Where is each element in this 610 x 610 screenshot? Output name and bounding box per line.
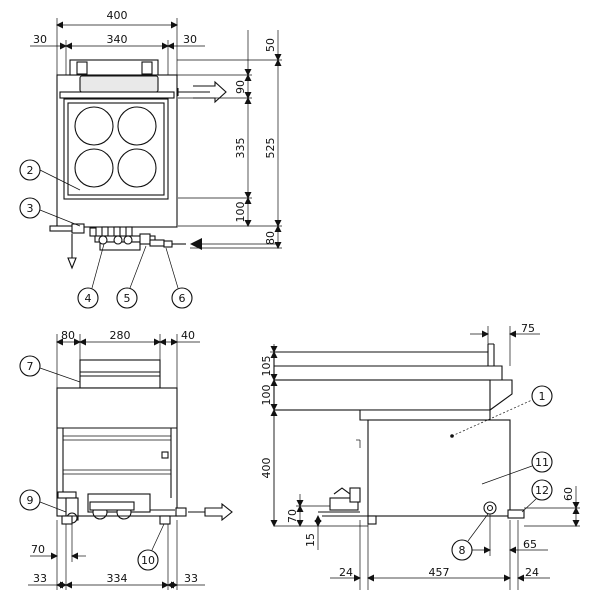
dim-inner-width: 340 [107,33,128,46]
side-view-mid [273,379,491,411]
svg-text:9: 9 [27,494,34,507]
callout-9 [19,489,41,511]
svg-text:1: 1 [539,390,546,403]
gas-piping [49,223,186,251]
basket-circle [74,106,114,146]
callout-1 [531,385,553,407]
dim-side-60: 60 [562,487,575,501]
dim-side-100: 100 [260,385,273,406]
svg-text:4: 4 [85,292,92,305]
callout-6 [171,287,193,309]
top-view-flue [79,75,159,93]
dim-50: 50 [264,38,277,52]
dim-335: 335 [234,138,247,159]
dim-80: 80 [264,231,277,245]
svg-text:11: 11 [535,456,549,469]
front-view: 80 280 40 [19,329,233,590]
svg-text:3: 3 [27,202,34,215]
side-view-caster [507,509,525,519]
callout-11 [531,451,553,473]
dim-side-457: 457 [429,566,450,579]
dim-front-280: 280 [110,329,131,342]
callout-12 [531,479,553,501]
dim-side-70: 70 [286,509,299,523]
dim-front-80: 80 [61,329,75,342]
callout-3 [19,197,41,219]
callout-10 [137,549,159,571]
dim-90: 90 [234,80,247,94]
dim-525: 525 [264,138,277,159]
callout-4 [77,287,99,309]
svg-text:8: 8 [459,544,466,557]
basket-circle [117,106,157,146]
front-view-flue-box [79,359,161,389]
dim-front-33-right: 33 [184,572,198,585]
dim-side-65: 65 [523,538,537,551]
dim-front-334: 334 [107,572,128,585]
svg-text:10: 10 [141,554,155,567]
dim-side-400: 400 [260,458,273,479]
dim-side-24-left: 24 [339,566,353,579]
callout-8 [451,539,473,561]
dim-100: 100 [234,202,247,223]
top-view: 400 30 340 30 90 33 [19,9,282,309]
basket-circle [117,148,157,188]
dim-front-70: 70 [31,543,45,556]
basket-circle [74,148,114,188]
side-view: 75 [260,322,580,590]
side-view-body [367,419,511,517]
svg-text:2: 2 [27,164,34,177]
dim-overall-width: 400 [107,9,128,22]
svg-text:7: 7 [27,360,34,373]
dim-side-15: 15 [304,533,317,547]
callout-7 [19,355,41,377]
svg-text:12: 12 [535,484,549,497]
dim-side-75: 75 [521,322,535,335]
top-view-rear-box [69,59,159,76]
dim-side-105: 105 [260,356,273,377]
dim-right-margin: 30 [183,33,197,46]
dim-left-margin: 30 [33,33,47,46]
svg-text:5: 5 [124,292,131,305]
dim-front-33-left: 33 [33,572,47,585]
dim-side-24-right: 24 [525,566,539,579]
svg-text:6: 6 [179,292,186,305]
callout-5 [116,287,138,309]
dim-front-40: 40 [181,329,195,342]
